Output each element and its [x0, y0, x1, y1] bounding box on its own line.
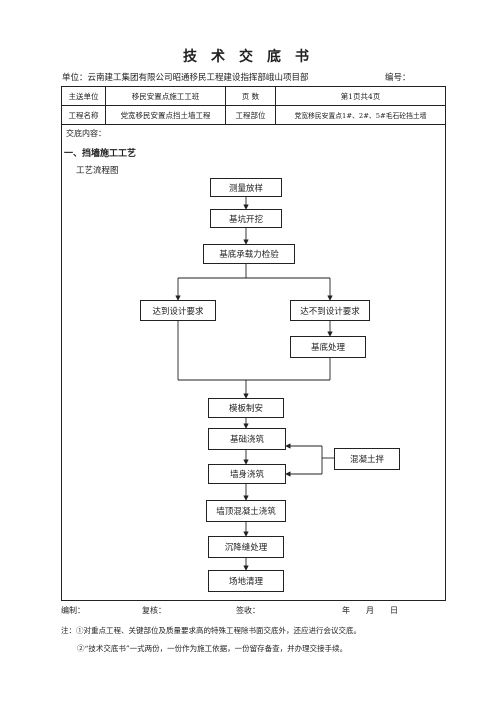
flow-node-wall-pour: 墙身浇筑: [208, 464, 286, 484]
unit-line: 单位：云南建工集团有限公司昭通移民工程建设指挥部峨山项目部: [62, 73, 309, 83]
table-cell: 党宽移民安置点挡土墙工程: [105, 105, 226, 125]
info-table: 主送单位 移民安置点施工工班 页 数 第1页共4页 工程名称 党宽移民安置点挡土…: [61, 86, 446, 125]
day-label: 日: [390, 606, 398, 615]
note-1: 注：①对重点工程、关键部位及质量要求高的特殊工程除书面交底外，还应进行会议交底。: [61, 626, 361, 635]
flow-node-bearing-test: 基底承载力检验: [203, 244, 295, 264]
year-label: 年: [342, 606, 350, 615]
section-title: 一、挡墙施工工艺: [64, 149, 137, 159]
flowchart-caption: 工艺流程图: [76, 166, 119, 176]
flow-node-foundation-pour: 基础浇筑: [208, 428, 286, 450]
flow-node-site-cleanup: 场地清理: [208, 570, 284, 592]
note-2: ②“技术交底书”一式两份，一份作为施工依据，一份留存备查，并办理交接手续。: [77, 644, 348, 653]
compiler-label: 编制：: [61, 606, 85, 615]
flow-node-wall-top-pour: 墙顶混凝土浇筑: [206, 500, 286, 522]
reviewer-label: 复核：: [142, 606, 166, 615]
signer-label: 签收：: [236, 606, 260, 615]
code-label: 编号：: [385, 73, 411, 83]
table-row: 工程名称 党宽移民安置点挡土墙工程 工程部位 党宽移民安置点1#、2#、5#毛石…: [61, 105, 446, 125]
table-row: 主送单位 移民安置点施工工班 页 数 第1页共4页: [61, 86, 446, 106]
flow-node-excavation: 基坑开挖: [210, 209, 282, 228]
flow-node-formwork: 模板制安: [208, 398, 284, 418]
flow-node-fails-requirement: 达不到设计要求: [290, 300, 370, 321]
month-label: 月: [366, 606, 374, 615]
flow-node-meets-requirement: 达到设计要求: [140, 300, 216, 321]
content-label: 交底内容：: [66, 129, 106, 138]
flow-node-base-treatment: 基底处理: [290, 336, 366, 358]
document-title: 技术交底书: [183, 49, 323, 65]
flow-node-survey: 测量放样: [210, 178, 282, 197]
flow-node-settlement-joint: 沉降缝处理: [208, 536, 284, 558]
flow-node-concrete-mixing: 混凝土拌: [334, 448, 400, 470]
content-box: [61, 124, 446, 601]
table-cell: 党宽移民安置点1#、2#、5#毛石砼挡土墙: [275, 105, 446, 125]
